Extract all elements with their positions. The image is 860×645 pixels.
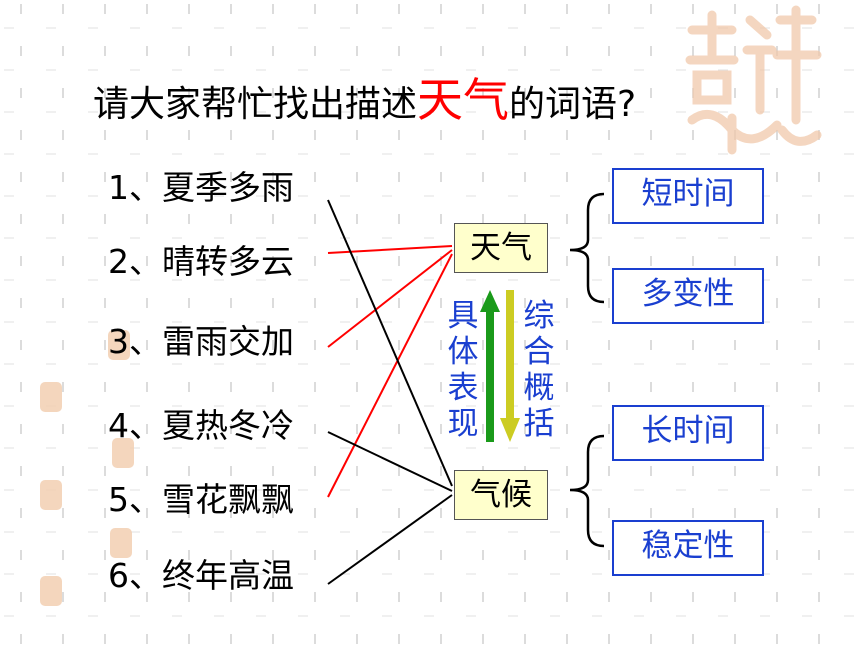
page-title: 请大家帮忙找出描述天气的词语? [93,70,636,130]
brace-climate-icon [569,434,605,548]
list-item: 3、雷雨交加 [108,322,294,361]
arrow-down-icon [500,290,520,442]
decorative-stamp-icon [110,528,132,558]
comprehensive-summary-label: 综合概括 [523,298,555,442]
decorative-stamp-icon [108,330,130,360]
climate-connector-lines [327,199,453,585]
title-text-after: 的词语? [509,84,637,125]
decorative-stamp-icon [40,382,62,412]
list-item: 4、夏热冬冷 [108,406,294,445]
list-item: 5、雪花飘飘 [108,480,294,519]
list-item: 6、终年高温 [108,556,294,595]
climate-box: 气候 [454,470,548,520]
decorative-stamp-icon [40,480,62,510]
weather-trait-variable: 多变性 [612,268,764,324]
specific-manifestation-label: 具体表现 [447,298,479,442]
decorative-stamp-icon [40,576,62,606]
arrow-up-icon [480,290,500,442]
title-text-before: 请大家帮忙找出描述 [93,84,418,125]
weather-box: 天气 [454,223,548,273]
climate-trait-long-time: 长时间 [612,405,764,461]
list-item: 2、晴转多云 [108,242,294,281]
weather-trait-short-time: 短时间 [612,168,764,224]
brace-weather-icon [569,192,605,304]
decorative-stamp-icon [112,438,134,468]
climate-trait-stable: 稳定性 [612,520,764,576]
weather-connector-lines [327,245,453,498]
decorative-seal-icon [685,5,822,155]
list-item: 1、夏季多雨 [108,168,294,207]
title-highlight: 天气 [417,73,510,127]
